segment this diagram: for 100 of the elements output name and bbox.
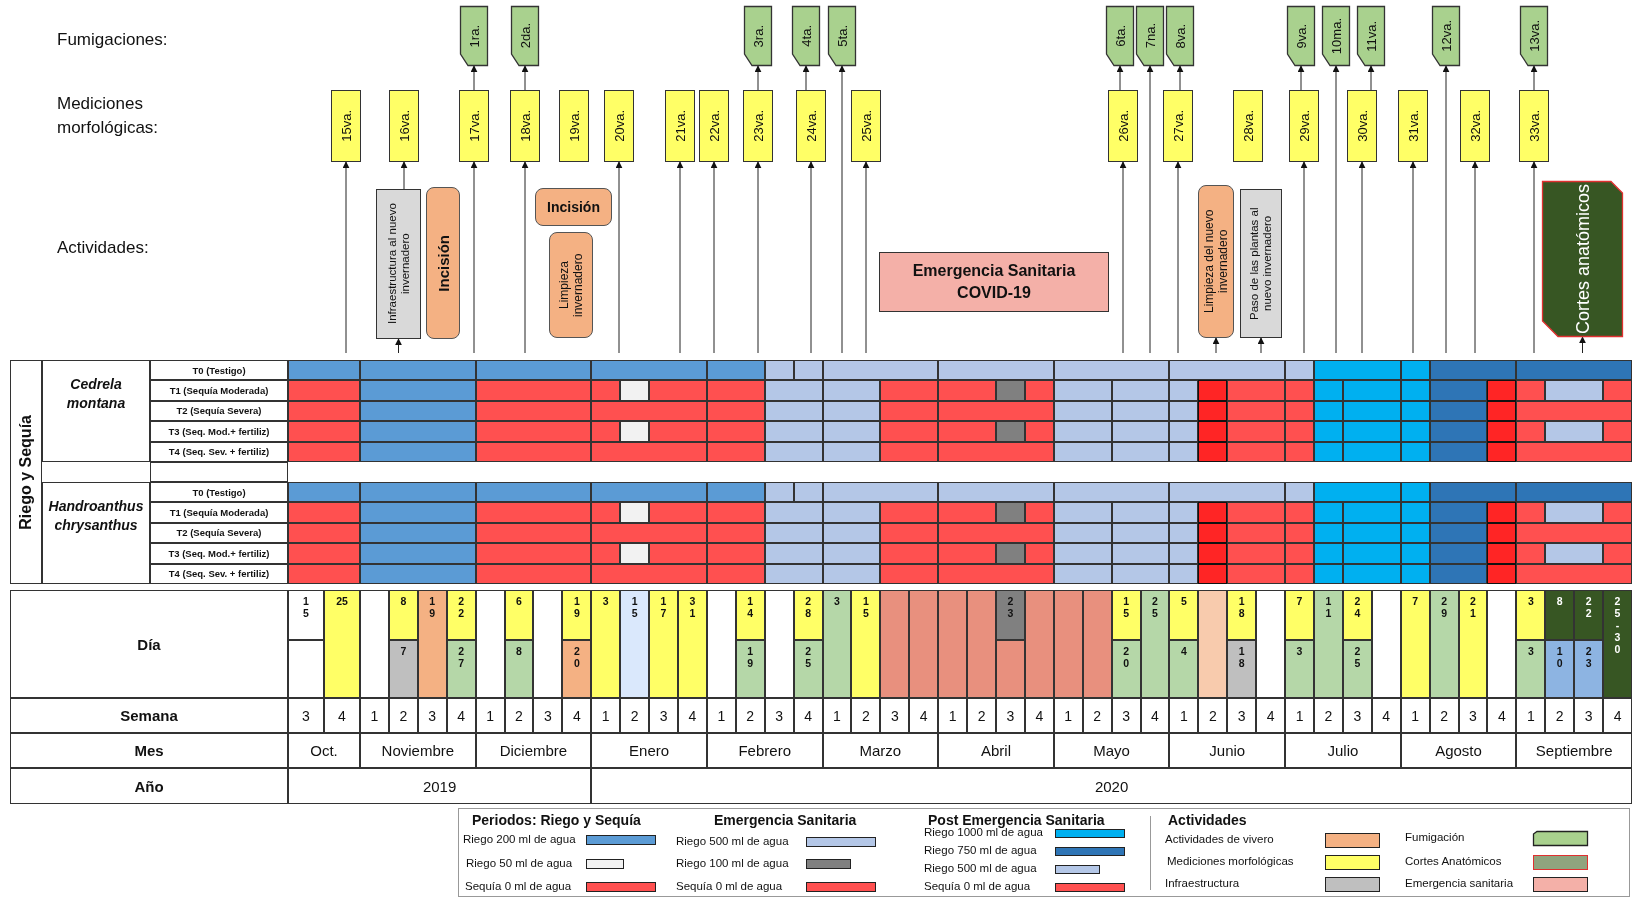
treatment-label: T3 (Seq. Mod.+ fertiliz) bbox=[150, 421, 288, 442]
week-number: 3 bbox=[533, 698, 563, 733]
week-number: 3 bbox=[764, 698, 794, 733]
month-name: Enero bbox=[591, 733, 707, 768]
day-cell: 27 bbox=[446, 640, 476, 698]
arrow bbox=[754, 65, 762, 91]
week-number: 2 bbox=[1545, 698, 1575, 733]
arrow bbox=[1119, 161, 1127, 354]
arrow bbox=[1442, 65, 1450, 354]
fumigation-tag: 3ra. bbox=[744, 6, 772, 66]
day-cell: 5 bbox=[1169, 590, 1199, 640]
arrow bbox=[754, 161, 762, 354]
day-cell: 22 bbox=[446, 590, 476, 640]
fumigation-tag: 13va. bbox=[1520, 6, 1548, 66]
day-cell: 25 bbox=[1342, 640, 1372, 698]
legend-label: Riego 50 ml de agua bbox=[466, 856, 573, 870]
day-cell: 25 bbox=[1140, 590, 1170, 698]
week-number: 1 bbox=[706, 698, 736, 733]
fumigation-tag: 4ta. bbox=[792, 6, 820, 66]
activity-box: Cortes anatómicos bbox=[1542, 181, 1623, 337]
legend-heading: Post Emergencia Sanitaria bbox=[928, 812, 1105, 828]
legend-label: Riego 500 ml de agua bbox=[924, 861, 1037, 875]
arrow bbox=[342, 161, 350, 354]
week-number: 1 bbox=[1285, 698, 1314, 733]
treatment-label: T4 (Seq. Sev. + fertiliz) bbox=[150, 441, 288, 462]
month-name: Diciembre bbox=[475, 733, 592, 768]
week-number: 3 bbox=[880, 698, 910, 733]
day-cell: 7 bbox=[1400, 590, 1430, 698]
arrow bbox=[521, 65, 529, 91]
day-cell: 29 bbox=[1429, 590, 1459, 698]
emergency-box: Emergencia Sanitaria COVID-19 bbox=[879, 252, 1109, 312]
arrow bbox=[521, 161, 529, 354]
week-number: 3 bbox=[996, 698, 1025, 733]
week-number: 3 bbox=[1458, 698, 1488, 733]
measurement-box: 25va. bbox=[851, 90, 881, 162]
activity-box: Incisión bbox=[535, 188, 612, 226]
fumigation-tag: 9va. bbox=[1287, 6, 1315, 66]
measurement-box: 15va. bbox=[331, 90, 361, 162]
week-number: 2 bbox=[620, 698, 650, 733]
day-cell: 20 bbox=[1111, 640, 1141, 698]
arrow bbox=[615, 161, 623, 354]
week-number: 2 bbox=[1082, 698, 1112, 733]
arrow bbox=[400, 161, 408, 190]
month-name: Abril bbox=[938, 733, 1054, 768]
arrow bbox=[1146, 65, 1154, 354]
day-cell: 25 bbox=[793, 640, 823, 698]
day-cell: 3 bbox=[1285, 640, 1314, 698]
month-name: Septiembre bbox=[1516, 733, 1632, 768]
section-label: Riego y Sequía bbox=[10, 360, 42, 584]
week-number: 4 bbox=[1024, 698, 1054, 733]
measurement-box: 24va. bbox=[796, 90, 826, 162]
day-cell: 15 bbox=[620, 590, 650, 698]
week-number: 3 bbox=[1574, 698, 1604, 733]
legend-label: Emergencia sanitaria bbox=[1405, 876, 1514, 890]
measurement-box: 19va. bbox=[559, 90, 589, 162]
treatment-label: T0 (Testigo) bbox=[150, 482, 288, 503]
day-cell: 15 bbox=[1111, 590, 1141, 640]
measurement-box: 29va. bbox=[1289, 90, 1319, 162]
arrow bbox=[862, 161, 870, 354]
legend-label: Riego 750 ml de agua bbox=[924, 843, 1037, 857]
day-cell: 14 bbox=[735, 590, 765, 640]
day-cell: 18 bbox=[1227, 590, 1257, 640]
measurement-box: 16va. bbox=[389, 90, 419, 162]
arrow bbox=[838, 65, 846, 354]
week-number: 1 bbox=[1516, 698, 1546, 733]
fumigation-tag: 5ta. bbox=[828, 6, 856, 66]
week-number: 1 bbox=[360, 698, 389, 733]
measurement-box: 31va. bbox=[1398, 90, 1428, 162]
species-name: Cedrela montana bbox=[42, 360, 150, 462]
measurement-box: 22va. bbox=[699, 90, 729, 162]
treatment-label: T1 (Sequía Moderada) bbox=[150, 502, 288, 523]
week-number: 2 bbox=[967, 698, 996, 733]
measurement-box: 21va. bbox=[665, 90, 695, 162]
day-cell: 10 bbox=[1545, 640, 1575, 698]
day-cell: 7 bbox=[388, 640, 418, 698]
arrow bbox=[807, 161, 815, 354]
legend-label: Sequía 0 ml de agua bbox=[924, 879, 1031, 893]
measurement-box: 17va. bbox=[459, 90, 489, 162]
arrow bbox=[1579, 336, 1586, 354]
week-number: 2 bbox=[851, 698, 881, 733]
week-number: 2 bbox=[504, 698, 534, 733]
day-cell: 21 bbox=[1458, 590, 1488, 698]
day-cell: 4 bbox=[1169, 640, 1199, 698]
activity-box: Infraestructura al nuevo invernadero bbox=[376, 189, 421, 339]
day-cell: 7 bbox=[1285, 590, 1314, 640]
day-cell: 11 bbox=[1314, 590, 1343, 698]
measurement-box: 28va. bbox=[1233, 90, 1263, 162]
day-cell: 31 bbox=[678, 590, 707, 698]
row-heading: Mediciones morfológicas: bbox=[57, 93, 160, 139]
arrow bbox=[1367, 65, 1375, 91]
day-cell: 19 bbox=[417, 590, 447, 698]
week-number: 3 bbox=[1111, 698, 1141, 733]
row-header: Mes bbox=[10, 733, 288, 768]
week-number: 2 bbox=[1314, 698, 1343, 733]
week-number: 1 bbox=[938, 698, 968, 733]
arrow bbox=[802, 65, 810, 91]
week-number: 3 bbox=[1342, 698, 1372, 733]
legend-label: Infraestructura bbox=[1165, 876, 1240, 890]
week-number: 4 bbox=[446, 698, 476, 733]
fumigation-tag: 1ra. bbox=[460, 6, 488, 66]
